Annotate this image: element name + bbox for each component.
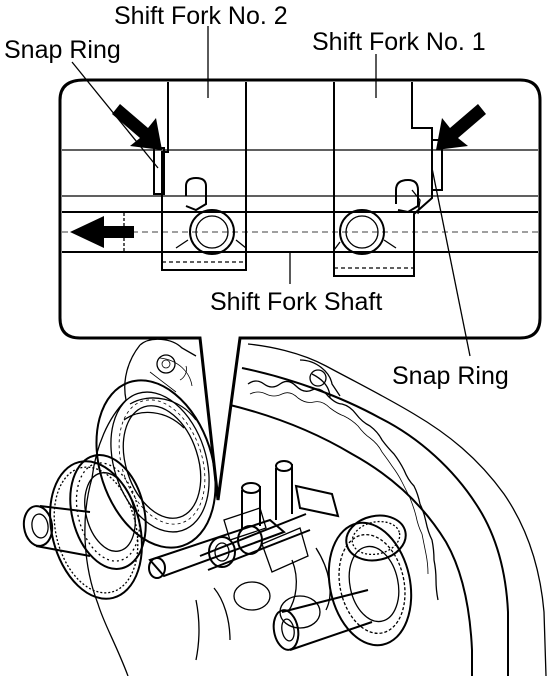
transmission-assembly <box>22 338 547 676</box>
left-gear <box>49 454 147 600</box>
push-arrow-right-icon <box>436 104 486 150</box>
push-arrow-left-icon <box>112 104 162 150</box>
fork-shaft-assembly <box>148 460 340 661</box>
label-snap-ring-left: Snap Ring <box>4 36 121 64</box>
shift-fork-no1 <box>333 82 443 277</box>
left-shaft <box>22 505 91 557</box>
output-gear-assembly <box>272 514 413 651</box>
label-snap-ring-right: Snap Ring <box>392 362 509 390</box>
chain-links <box>247 380 439 601</box>
label-shift-fork-no2: Shift Fork No. 2 <box>114 2 288 30</box>
callout-box <box>58 26 542 501</box>
slide-left-arrow-icon <box>70 216 134 248</box>
label-shift-fork-no1: Shift Fork No. 1 <box>312 28 486 56</box>
label-shift-fork-shaft: Shift Fork Shaft <box>210 288 382 316</box>
